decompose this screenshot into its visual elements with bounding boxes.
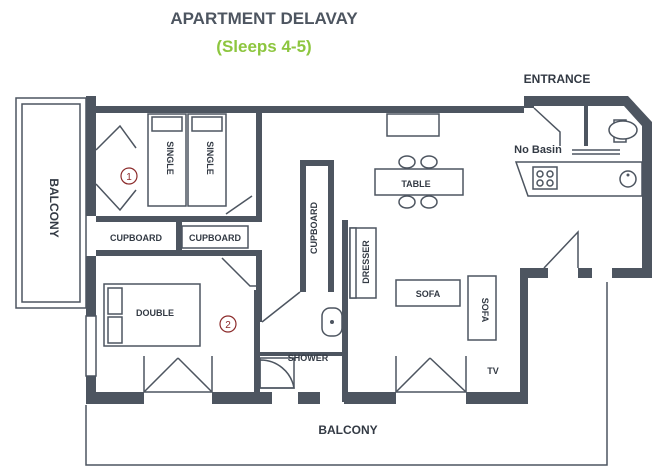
cupboard-3-label: CUPBOARD bbox=[309, 202, 319, 255]
cupboard-1-label: CUPBOARD bbox=[110, 233, 163, 243]
door-swings bbox=[85, 107, 579, 393]
bedroom-2: DOUBLE 2 bbox=[103, 283, 237, 347]
plan-subtitle: (Sleeps 4-5) bbox=[216, 37, 311, 56]
kitchen: No Basin ENTRANCE bbox=[514, 72, 643, 197]
room-1-number: 1 bbox=[126, 172, 132, 183]
sofa-2-label: SOFA bbox=[480, 298, 490, 323]
table-label: TABLE bbox=[401, 179, 430, 189]
double-bed-label: DOUBLE bbox=[136, 308, 174, 318]
living-room: TABLE DRESSER SOFA SOFA TV bbox=[349, 113, 499, 376]
no-basin-label: No Basin bbox=[514, 144, 562, 156]
toilet-bowl bbox=[608, 120, 638, 140]
room-2-marker bbox=[219, 315, 237, 333]
bedroom-1: SINGLE SINGLE 1 bbox=[120, 113, 227, 207]
bottom-balcony: BALCONY bbox=[85, 282, 608, 466]
cupboard-2-label: CUPBOARD bbox=[189, 233, 242, 243]
dining-table bbox=[374, 168, 464, 196]
sofa-1-label: SOFA bbox=[416, 289, 441, 299]
plan-title: APARTMENT DELAVAY bbox=[170, 9, 358, 28]
sideboard bbox=[386, 113, 440, 137]
entrance-label: ENTRANCE bbox=[524, 72, 591, 86]
room-2-number: 2 bbox=[225, 320, 231, 331]
left-balcony-label: BALCONY bbox=[47, 178, 61, 237]
walls bbox=[86, 96, 652, 404]
cupboards: CUPBOARD CUPBOARD CUPBOARD bbox=[110, 202, 319, 255]
left-balcony: BALCONY bbox=[15, 97, 87, 309]
sofa-1 bbox=[395, 279, 461, 307]
single-bed-2-label: SINGLE bbox=[205, 141, 215, 175]
bathroom: SHOWER bbox=[259, 307, 343, 389]
shower-label: SHOWER bbox=[288, 353, 329, 363]
tv-label: TV bbox=[487, 366, 499, 376]
dresser-label: DRESSER bbox=[361, 240, 371, 284]
room-1-marker bbox=[120, 167, 138, 185]
sofa-2 bbox=[467, 275, 497, 341]
single-bed-1-label: SINGLE bbox=[165, 141, 175, 175]
bottom-balcony-label: BALCONY bbox=[318, 423, 377, 437]
